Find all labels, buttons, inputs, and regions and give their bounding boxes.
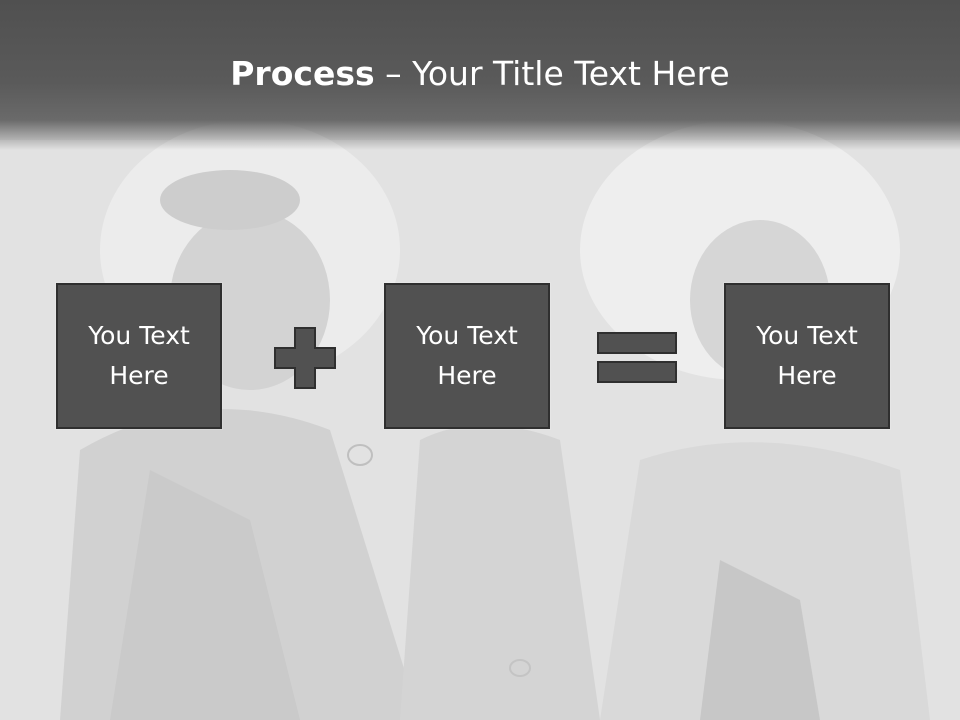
slide-title: Process – Your Title Text Here <box>0 52 960 96</box>
equals-icon <box>597 332 677 383</box>
process-box-1-text: You Text Here <box>79 316 199 396</box>
box-line-1: You Text <box>416 321 518 350</box>
box-line-2: Here <box>777 361 837 390</box>
plus-icon <box>274 327 336 389</box>
process-box-2[interactable]: You Text Here <box>384 283 550 429</box>
process-box-3[interactable]: You Text Here <box>724 283 890 429</box>
title-bold: Process <box>230 54 375 93</box>
title-rest: – Your Title Text Here <box>374 54 730 93</box>
box-line-1: You Text <box>88 321 190 350</box>
box-line-2: Here <box>437 361 497 390</box>
title-bar <box>0 0 960 150</box>
process-box-3-text: You Text Here <box>747 316 867 396</box>
box-line-1: You Text <box>756 321 858 350</box>
box-line-2: Here <box>109 361 169 390</box>
process-box-1[interactable]: You Text Here <box>56 283 222 429</box>
process-box-2-text: You Text Here <box>407 316 527 396</box>
